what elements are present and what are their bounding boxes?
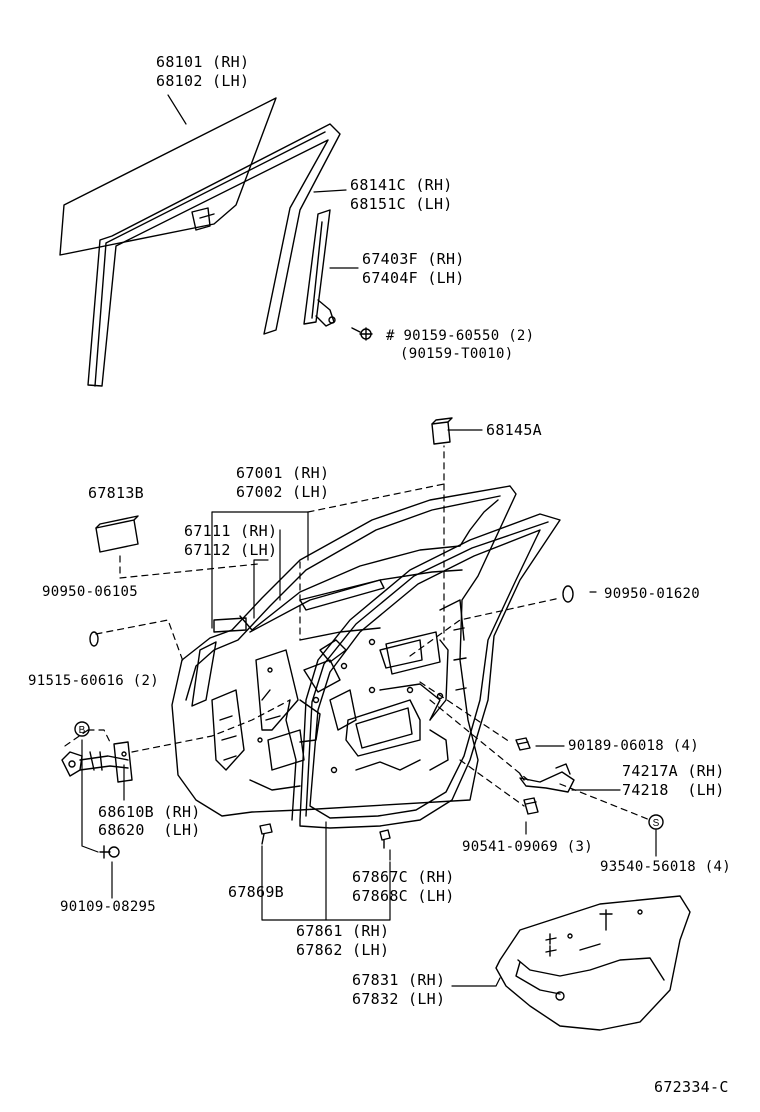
label-67002: 67002 (LH): [236, 483, 330, 501]
label-67869b: 67869B: [228, 883, 284, 901]
hole-plug-01620-icon: [562, 585, 574, 603]
label-90950-01620: 90950-01620: [604, 586, 701, 602]
door-weatherstrip: [285, 513, 561, 829]
glass-run: [87, 123, 341, 387]
service-hole-cover: [495, 895, 691, 1031]
clip-67867c-icon: [379, 829, 391, 849]
label-90189-06018: 90189-06018 (4): [568, 738, 699, 754]
label-67813b: 67813B: [88, 484, 144, 502]
label-68145a: 68145A: [486, 421, 542, 439]
label-67404f: 67404F (LH): [362, 269, 465, 287]
label-90159-t0010: (90159-T0010): [400, 346, 514, 362]
label-74218: 74218 (LH): [622, 781, 725, 799]
door-panel: [171, 485, 517, 817]
label-90109-08295: 90109-08295: [60, 899, 157, 915]
bolt-b-marker: [74, 721, 90, 737]
leader-lines: [81, 94, 657, 987]
screw-67869b-icon: [259, 823, 273, 845]
label-67868c: 67868C (LH): [352, 887, 455, 905]
marker-s-label: S: [653, 818, 660, 829]
pad-67813b-icon: [95, 515, 139, 553]
clip-90189-icon: [515, 737, 531, 751]
door-check: [61, 741, 133, 783]
label-68101: 68101 (RH): [156, 53, 250, 71]
label-67112: 67112 (LH): [184, 541, 278, 559]
label-74217a: 74217A (RH): [622, 762, 725, 780]
label-68102: 68102 (LH): [156, 72, 250, 90]
marker-b-label: B: [79, 725, 86, 736]
hole-plug-06105-icon: [89, 631, 99, 647]
label-90950-06105: 90950-06105: [42, 584, 139, 600]
division-bar: [303, 209, 336, 327]
label-68151c: 68151C (LH): [350, 195, 453, 213]
bolt-s-marker: [648, 814, 664, 830]
label-90159-60550: # 90159-60550 (2): [386, 328, 535, 344]
label-91515-60616: 91515-60616 (2): [28, 673, 159, 689]
door-hinge: [519, 763, 575, 793]
label-93540-56018: 93540-56018 (4): [600, 859, 731, 875]
dashed-leader-lines: [61, 445, 651, 821]
screw-90159-icon: [351, 327, 373, 341]
label-90541-09069: 90541-09069 (3): [462, 839, 593, 855]
door-glass: [59, 97, 277, 256]
label-67403f: 67403F (RH): [362, 250, 465, 268]
cap-68145a-icon: [431, 417, 453, 445]
drawing-id: 672334-C: [654, 1078, 729, 1096]
label-67862: 67862 (LH): [296, 941, 390, 959]
label-67867c: 67867C (RH): [352, 868, 455, 886]
label-67831: 67831 (RH): [352, 971, 446, 989]
label-68620: 68620 (LH): [98, 821, 201, 839]
screw-90541-icon: [523, 797, 539, 815]
label-67832: 67832 (LH): [352, 990, 446, 1008]
label-68610b: 68610B (RH): [98, 803, 201, 821]
label-67111: 67111 (RH): [184, 522, 278, 540]
label-67861: 67861 (RH): [296, 922, 390, 940]
bolt-90109-icon: [99, 845, 120, 859]
label-68141c: 68141C (RH): [350, 176, 453, 194]
label-67001: 67001 (RH): [236, 464, 330, 482]
